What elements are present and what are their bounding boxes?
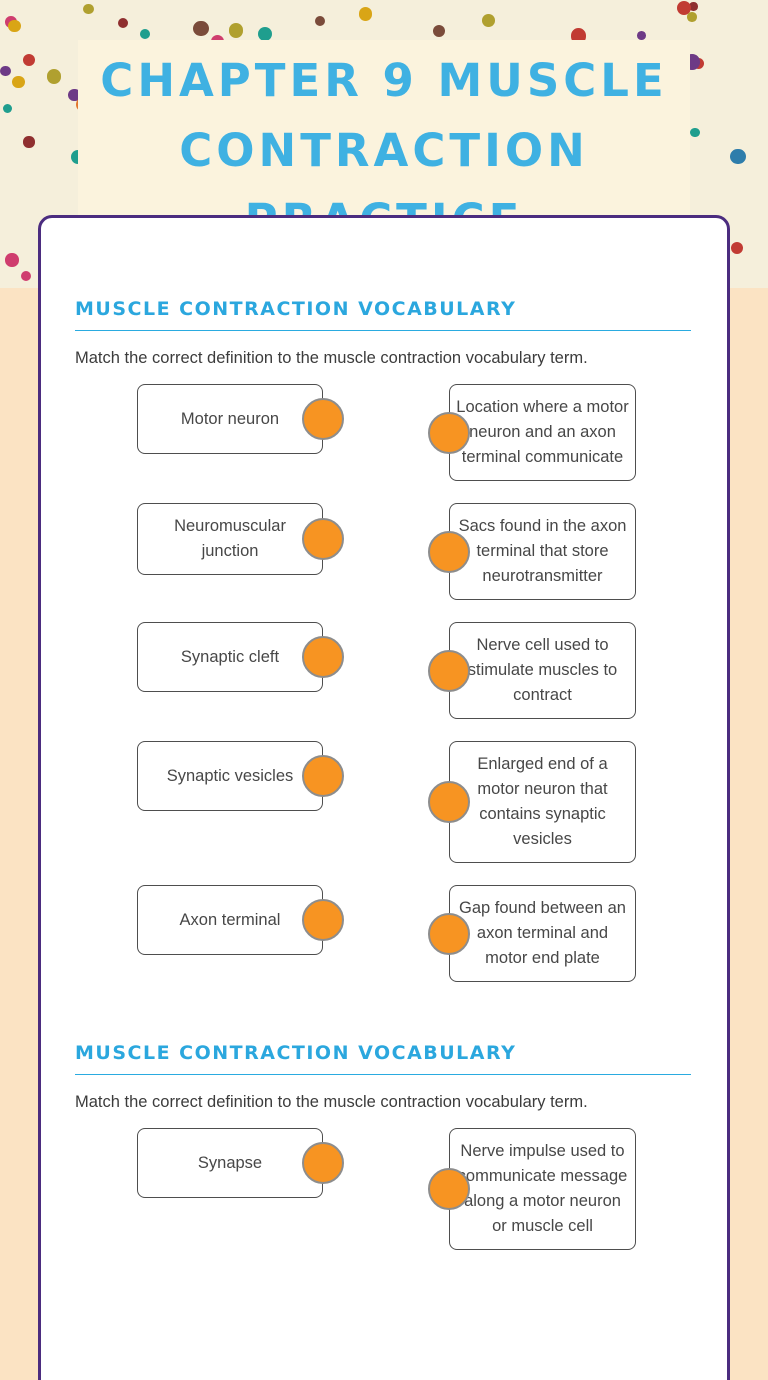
term-wrap: Synapse [137,1128,344,1198]
definition-box[interactable]: Nerve cell used to stimulate muscles to … [449,622,636,719]
term-box[interactable]: Synapse [137,1128,323,1198]
definition-box[interactable]: Nerve impulse used to communicate messag… [449,1128,636,1250]
section-instruction: Match the correct definition to the musc… [75,1093,588,1111]
term-box[interactable]: Axon terminal [137,885,323,955]
term-label: Neuromuscular junction [174,517,286,560]
term-box[interactable]: Motor neuron [137,384,323,454]
confetti-dot [12,75,26,89]
term-wrap: Synaptic vesicles [137,741,344,811]
term-match-handle[interactable] [302,398,344,440]
confetti-dot [83,3,94,15]
confetti-dot [730,242,743,255]
definition-box[interactable]: Sacs found in the axon terminal that sto… [449,503,636,600]
confetti-dot [5,253,19,267]
definition-label: Nerve cell used to stimulate muscles to … [467,636,618,704]
definition-match-handle[interactable] [428,530,470,573]
confetti-dot [22,53,36,67]
term-label: Synapse [197,1153,263,1172]
confetti-dot [570,28,587,44]
confetti-dot [687,12,697,22]
vocab-section: MUSCLE CONTRACTION VOCABULARY Match the … [75,1042,691,1250]
definition-wrap: Nerve impulse used to communicate messag… [428,1128,636,1250]
term-wrap: Motor neuron [137,384,344,454]
definition-match-handle[interactable] [428,649,470,692]
term-match-handle[interactable] [302,899,344,941]
definition-wrap: Enlarged end of a motor neuron that cont… [428,741,636,863]
definition-box[interactable]: Gap found between an axon terminal and m… [449,885,636,982]
worksheet-body: MUSCLE CONTRACTION VOCABULARY Match the … [75,298,691,1250]
definition-label: Gap found between an axon terminal and m… [459,899,626,967]
definition-box[interactable]: Location where a motor neuron and an axo… [449,384,636,481]
match-row: Synapse Nerve impulse used to communicate… [75,1128,691,1250]
confetti-dot [8,19,21,33]
definition-match-handle[interactable] [428,781,470,823]
confetti-dot [689,127,700,138]
term-match-handle[interactable] [302,1142,344,1184]
term-wrap: Synaptic cleft [137,622,344,692]
definition-label: Enlarged end of a motor neuron that cont… [477,755,608,848]
definition-label: Sacs found in the axon terminal that sto… [458,517,627,585]
confetti-dot [140,29,151,40]
confetti-dot [193,20,209,37]
definition-wrap: Gap found between an axon terminal and m… [428,885,636,982]
section-heading: MUSCLE CONTRACTION VOCABULARY [75,298,517,320]
term-box[interactable]: Synaptic vesicles [137,741,323,811]
term-label: Synaptic cleft [180,647,280,666]
confetti-dot [46,69,61,84]
term-match-handle[interactable] [302,518,344,560]
term-wrap: Neuromuscular junction [137,503,344,575]
definition-wrap: Nerve cell used to stimulate muscles to … [428,622,636,719]
confetti-dot [118,18,129,29]
confetti-dot [257,26,272,42]
term-label: Motor neuron [180,409,280,428]
definition-match-handle[interactable] [428,912,470,955]
term-label: Synaptic vesicles [166,766,294,785]
worksheet-title-line1: CHAPTER 9 MUSCLE [100,54,668,107]
confetti-dot [314,16,325,27]
section-heading: MUSCLE CONTRACTION VOCABULARY [75,1042,517,1064]
definition-wrap: Location where a motor neuron and an axo… [428,384,636,481]
term-box[interactable]: Neuromuscular junction [137,503,323,575]
match-row: Neuromuscular junction Sacs found in the … [75,503,691,600]
definition-label: Nerve impulse used to communicate messag… [457,1142,628,1235]
vocab-section: MUSCLE CONTRACTION VOCABULARY Match the … [75,298,691,982]
confetti-dot [23,136,35,148]
confetti-dot [3,103,13,113]
term-match-handle[interactable] [302,636,344,678]
term-match-handle[interactable] [302,755,344,797]
term-label: Axon terminal [179,910,281,929]
match-row: Motor neuron Location where a motor neuro… [75,384,691,481]
title-banner: CHAPTER 9 MUSCLE CONTRACTION PRACTICE [78,40,690,247]
match-rows: Motor neuron Location where a motor neuro… [75,384,691,982]
term-box[interactable]: Synaptic cleft [137,622,323,692]
confetti-dot [677,1,692,16]
confetti-dot [228,23,244,39]
confetti-dot [21,270,32,281]
definition-box[interactable]: Enlarged end of a motor neuron that cont… [449,741,636,863]
confetti-dot [637,31,646,41]
confetti-dot [689,2,698,11]
definition-wrap: Sacs found in the axon terminal that sto… [428,503,636,600]
term-wrap: Axon terminal [137,885,344,955]
section-divider [75,330,691,331]
confetti-dot [482,14,496,28]
confetti-dot [358,7,373,21]
worksheet-title-line2: CONTRACTION [179,124,589,177]
confetti-dot [730,148,747,165]
definition-label: Location where a motor neuron and an axo… [456,398,629,466]
definition-match-handle[interactable] [428,1168,470,1210]
match-row: Synaptic vesicles Enlarged end of a motor… [75,741,691,863]
section-divider [75,1074,691,1075]
match-rows: Synapse Nerve impulse used to communicate… [75,1128,691,1250]
match-row: Axon terminal Gap found between an axon t… [75,885,691,982]
match-row: Synaptic cleft Nerve cell used to stimula… [75,622,691,719]
definition-match-handle[interactable] [428,411,470,454]
section-instruction: Match the correct definition to the musc… [75,349,588,367]
confetti-dot [0,65,11,77]
confetti-dot [432,24,445,37]
worksheet-card: MUSCLE CONTRACTION VOCABULARY Match the … [38,215,730,1380]
